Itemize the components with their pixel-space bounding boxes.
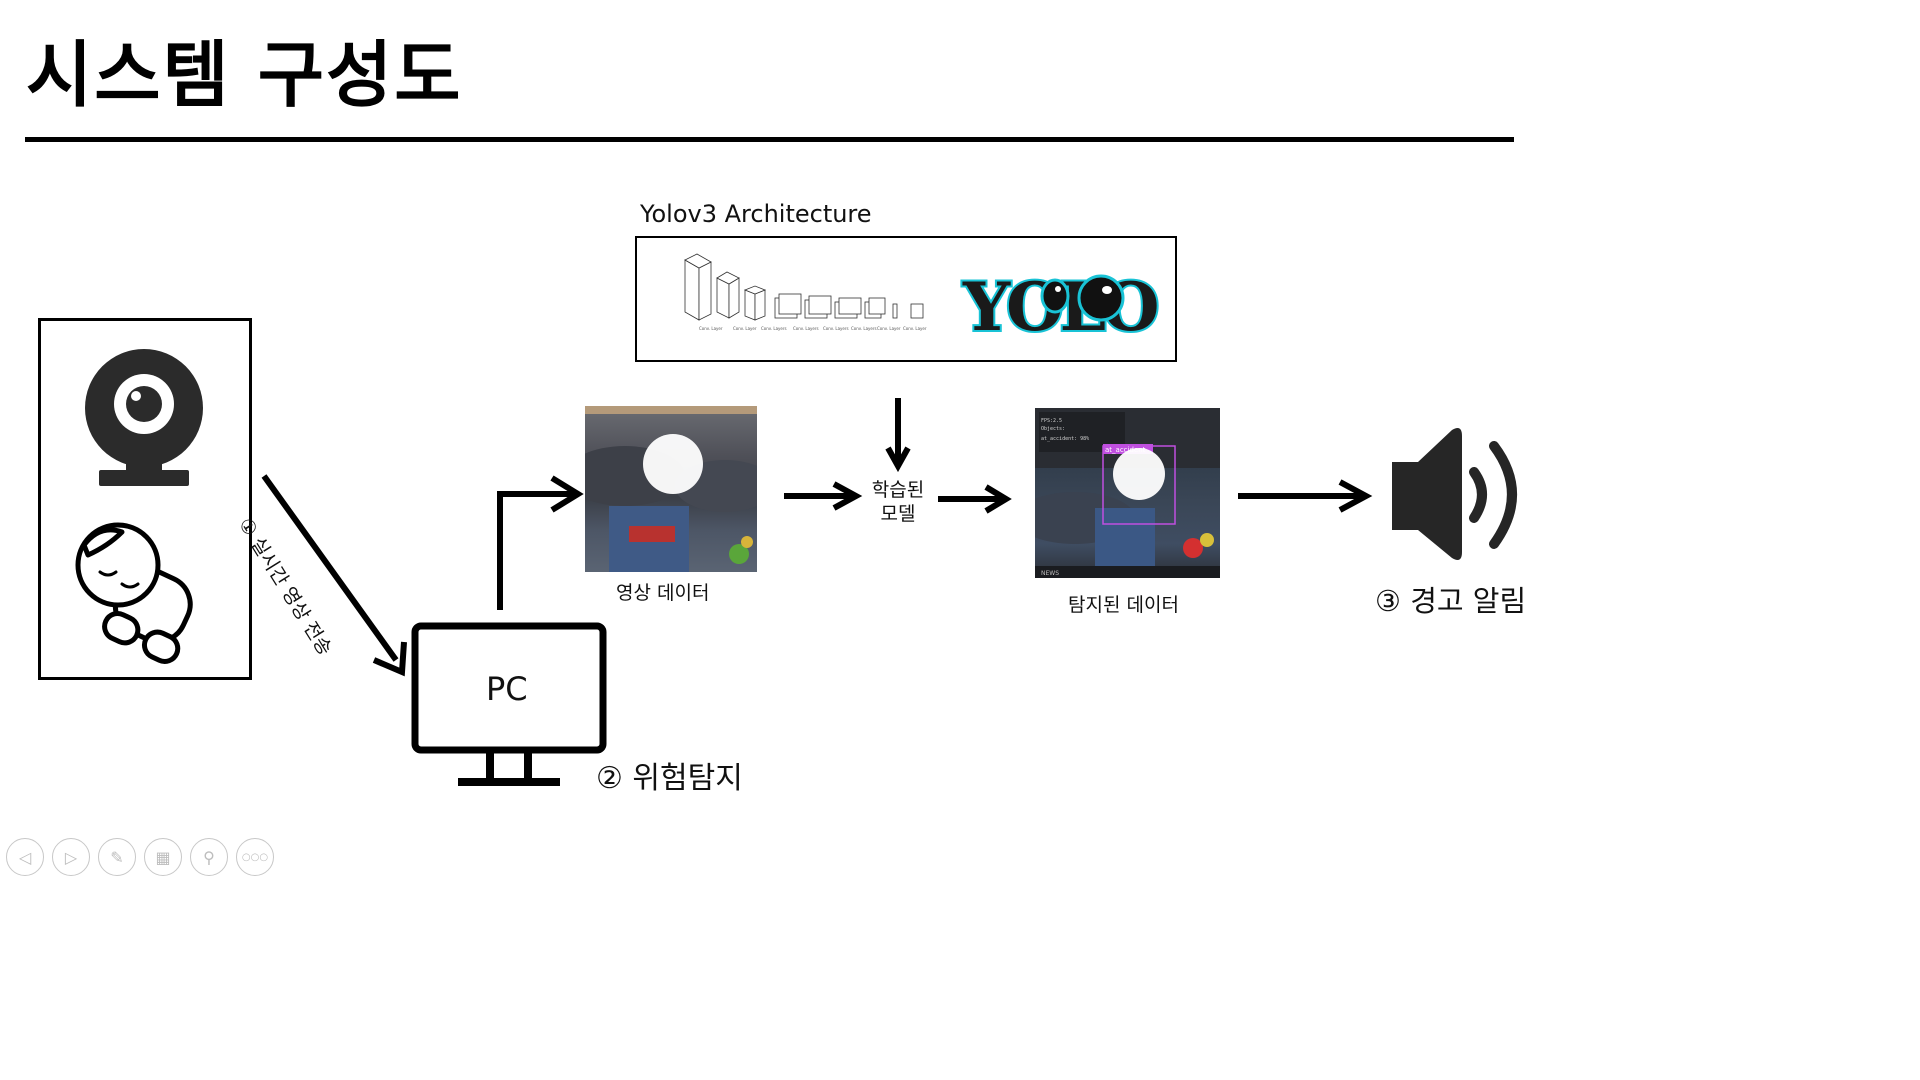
trained-model-line1: 학습된	[858, 478, 938, 502]
more-options-button[interactable]: ○○○	[236, 838, 274, 876]
slide-sorter-button[interactable]: ▦	[144, 838, 182, 876]
webcam-icon	[85, 346, 203, 486]
trained-model-label: 학습된 모델	[858, 478, 938, 526]
detected-data-label: 탐지된 데이터	[1068, 590, 1179, 617]
next-slide-button[interactable]: ▷	[52, 838, 90, 876]
step3-label: ③ 경고 알림	[1375, 578, 1526, 620]
chevron-right-icon: ▷	[65, 848, 77, 867]
pen-tool-button[interactable]: ✎	[98, 838, 136, 876]
more-icon: ○○○	[242, 852, 268, 863]
pc-label: PC	[486, 670, 528, 708]
trained-model-line2: 모델	[858, 502, 938, 526]
arrow-detected-to-alarm	[1238, 482, 1366, 510]
previous-slide-button[interactable]: ◁	[6, 838, 44, 876]
baby-icon	[78, 525, 205, 666]
step2-label: ② 위험탐지	[596, 753, 743, 797]
video-data-label: 영상 데이터	[616, 578, 709, 605]
chevron-left-icon: ◁	[19, 848, 31, 867]
arrow-video-to-model	[784, 484, 856, 508]
arrow-model-to-detected	[938, 487, 1006, 511]
arrow-architecture-to-model	[888, 398, 908, 466]
magnifier-icon: ⚲	[203, 848, 215, 867]
arrow-pc-to-video	[500, 478, 578, 610]
speaker-icon	[1392, 428, 1512, 560]
pen-icon: ✎	[110, 848, 123, 867]
grid-icon: ▦	[155, 848, 170, 867]
zoom-button[interactable]: ⚲	[190, 838, 228, 876]
